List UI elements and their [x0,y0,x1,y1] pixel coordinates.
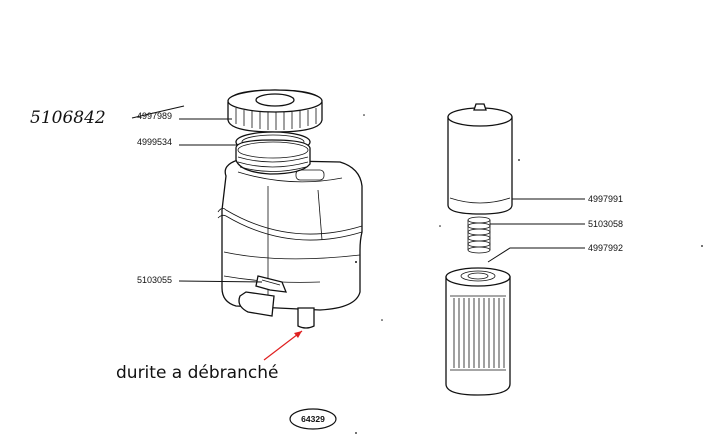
annotation-text: durite a débranché [116,363,278,383]
filter-housing-icon [447,103,513,215]
annotation-arrow [263,330,303,361]
figure-number-badge: 64329 [289,408,337,430]
spring-icon [467,216,491,254]
strike-through [131,105,185,119]
reservoir-cap-icon [227,89,323,133]
filter-cartridge-icon [439,159,703,396]
label-cap-seal: 4999534 [137,137,172,147]
label-filter-housing: 4997991 [588,194,623,204]
struck-part-number: 4997989 [137,111,172,121]
label-clip: 5103055 [137,275,172,285]
figure-number: 64329 [301,414,325,424]
handwritten-reference: 5106842 [30,108,106,128]
leader-line [487,247,585,263]
reservoir-icon [217,114,383,329]
label-filter-element: 4997992 [588,243,623,253]
leader-line [178,280,263,283]
label-spring: 5103058 [588,219,623,229]
